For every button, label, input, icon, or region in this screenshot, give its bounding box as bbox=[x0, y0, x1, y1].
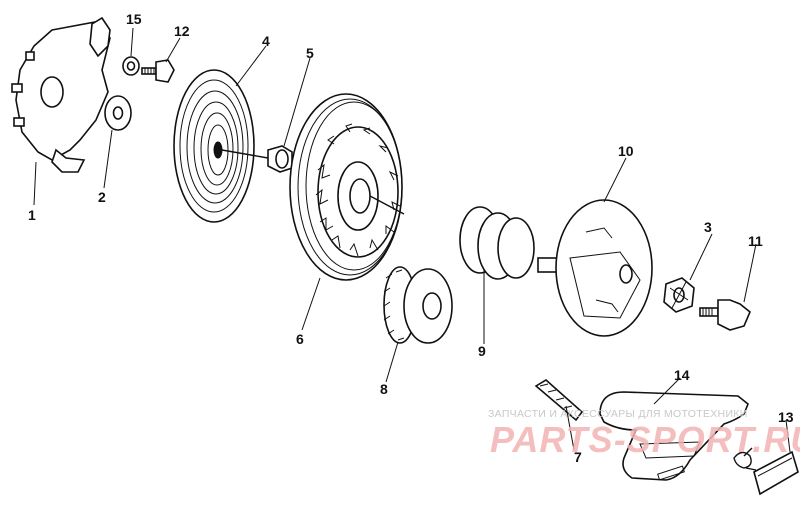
watermark-logo: PARTS-SPORT.RU bbox=[490, 419, 800, 460]
watermark-caption: ЗАПЧАСТИ И АКСЕССУАРЫ ДЛЯ МОТОТЕХНИКИ bbox=[488, 408, 748, 420]
callout-2: 2 bbox=[98, 189, 106, 205]
part-15-washer bbox=[122, 56, 140, 76]
callout-5: 5 bbox=[306, 45, 314, 61]
callout-8: 8 bbox=[380, 381, 388, 397]
callout-9: 9 bbox=[478, 343, 486, 359]
part-12-bolt bbox=[141, 59, 175, 83]
part-13-handle-insert bbox=[753, 450, 799, 496]
part-6-pulley bbox=[289, 93, 405, 281]
callout-7: 7 bbox=[574, 449, 582, 465]
callout-4: 4 bbox=[262, 33, 270, 49]
leader-lines bbox=[33, 27, 791, 453]
part-2-washer bbox=[104, 95, 132, 131]
callout-12: 12 bbox=[174, 23, 190, 39]
callout-6: 6 bbox=[296, 331, 304, 347]
callout-15: 15 bbox=[126, 11, 142, 27]
part-11-bolt bbox=[699, 299, 751, 331]
part-5-pawl bbox=[267, 145, 293, 173]
part-10-friction-plate bbox=[537, 199, 653, 337]
svg-text:PARTS-SPORT.RU: PARTS-SPORT.RU bbox=[490, 419, 800, 460]
part-1-cover-plate bbox=[11, 16, 111, 173]
callout-11: 11 bbox=[748, 233, 763, 249]
part-9-spring-rings bbox=[459, 206, 535, 280]
part-4-spiral-spring bbox=[173, 69, 269, 223]
callout-10: 10 bbox=[618, 143, 634, 159]
part-3-nut bbox=[663, 277, 695, 313]
part-14-handle bbox=[599, 391, 749, 481]
part-8-gear bbox=[383, 266, 453, 344]
callout-1: 1 bbox=[28, 207, 36, 223]
callout-labels: 1 2 3 4 5 6 7 8 9 10 11 12 13 14 15 bbox=[28, 11, 794, 465]
callout-3: 3 bbox=[704, 219, 712, 235]
callout-13: 13 bbox=[778, 409, 794, 425]
part-7-rope bbox=[534, 379, 757, 471]
callout-14: 14 bbox=[674, 367, 690, 383]
